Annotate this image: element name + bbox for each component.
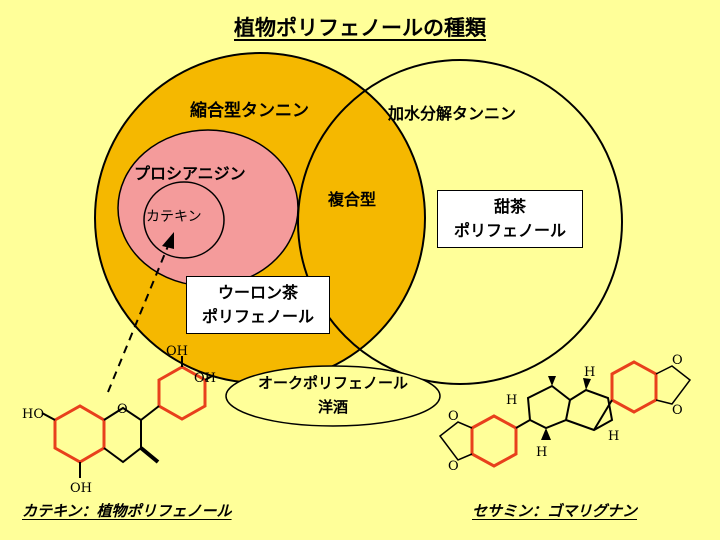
catechin-caption: カテキン：植物ポリフェノール (22, 502, 232, 520)
complex-type-label: 複合型 (328, 190, 377, 209)
sesamin-atom-h4: H (536, 445, 547, 460)
catechin-ellipse (143, 181, 225, 259)
oolong-line-2: ポリフェノール (201, 307, 314, 326)
dashed-arrow (107, 245, 169, 393)
oolong-polyphenol-box: ウーロン茶 ポリフェノール (186, 276, 330, 334)
catechin-atom-o: O (117, 402, 128, 417)
catechin-atom-oh-bottom: OH (70, 481, 92, 496)
oolong-line-1: ウーロン茶 (217, 283, 298, 302)
catechin-atom-oh-top: OH (166, 344, 188, 359)
sesamin-atom-h3: H (608, 429, 619, 444)
tencha-polyphenol-box: 甜茶 ポリフェノール (437, 190, 583, 248)
sesamin-atom-h1: H (584, 365, 595, 380)
oak-polyphenol-label: オークポリフェノール 洋酒 (226, 371, 440, 419)
catechin-atom-ho-left: HO (22, 407, 44, 422)
sesamin-atom-h2: H (506, 393, 517, 408)
oak-line-2: 洋酒 (317, 398, 348, 416)
hydrolyzable-tannin-label: 加水分解タンニン (388, 104, 517, 123)
oak-ellipse (225, 365, 441, 427)
tencha-line-1: 甜茶 (493, 197, 526, 216)
condensed-tannin-label: 縮合型タンニン (190, 101, 309, 121)
sesamin-atom-o2: O (672, 403, 683, 418)
sesamin-atom-o4: O (448, 459, 459, 474)
tencha-line-2: ポリフェノール (453, 221, 566, 240)
catechin-structure (41, 356, 215, 478)
sesamin-atom-o3: O (448, 409, 459, 424)
sesamin-caption: セサミン：ゴマリグナン (472, 502, 638, 520)
page-title: 植物ポリフェノールの種類 (234, 16, 486, 40)
sesamin-atom-o1: O (672, 353, 683, 368)
hydrolyzable-tannin-circle (297, 59, 623, 385)
sesamin-structure (438, 360, 692, 468)
arrow-head (162, 232, 174, 249)
catechin-label: カテキン (146, 209, 202, 225)
catechin-atom-oh-right: OH (194, 371, 216, 386)
procyanidin-label: プロシアニジン (134, 164, 246, 183)
oak-line-1: オークポリフェノール (257, 374, 408, 392)
